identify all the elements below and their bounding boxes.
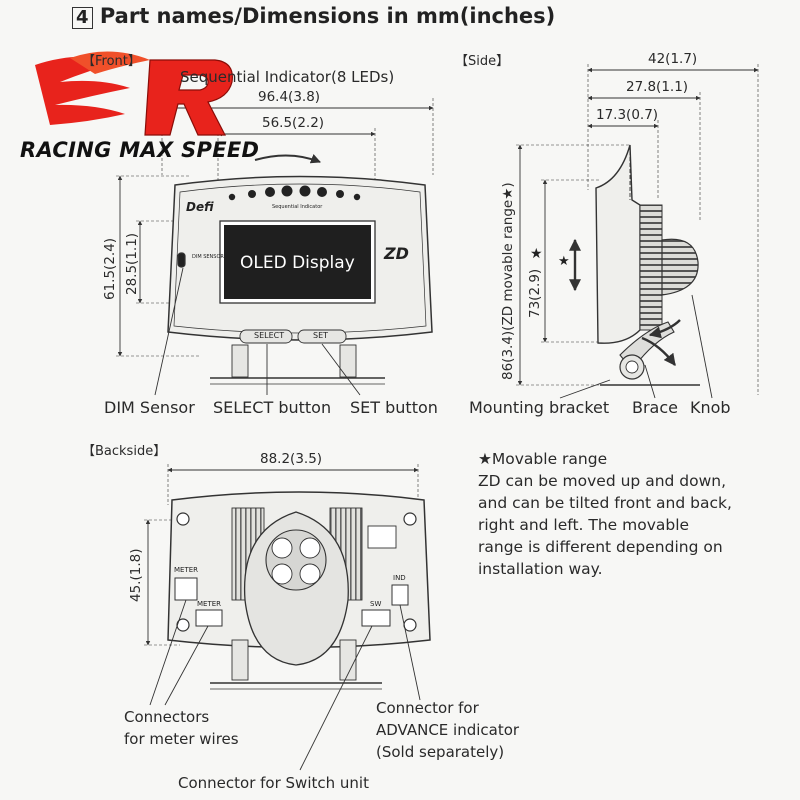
sw-connector xyxy=(361,609,391,627)
set-button-label: SET button xyxy=(350,398,438,417)
dim-sensor-small: DIM SENSOR xyxy=(192,254,224,260)
select-button-text[interactable]: SELECT xyxy=(254,331,285,340)
led-row xyxy=(228,185,361,201)
section-front: 【Front】 xyxy=(82,54,141,69)
zd-mark: ZD xyxy=(384,244,409,263)
heading-title: Part names/Dimensions in mm(inches) xyxy=(99,4,556,28)
section-side: 【Side】 xyxy=(455,54,510,69)
movable-title: ★Movable range xyxy=(478,450,608,468)
connector-switch-label: Connector for Switch unit xyxy=(178,774,369,792)
dim-sensor-label: DIM Sensor xyxy=(104,398,195,417)
side-width-278: 27.8(1.1) xyxy=(626,79,689,95)
movable-line4: range is different depending on xyxy=(478,538,723,556)
ind-connector xyxy=(391,584,409,606)
heading: 4 Part names/Dimensions in mm(inches) xyxy=(72,4,555,29)
sw-label: SW xyxy=(370,600,382,608)
movable-line1: ZD can be moved up and down, xyxy=(478,472,727,490)
side-star-73: ★ xyxy=(530,246,543,262)
movable-line5: installation way. xyxy=(478,560,603,578)
side-star-move: ★ xyxy=(558,254,570,269)
oled-display-label: OLED Display xyxy=(240,253,355,273)
front-height-total: 61.5(2.4) xyxy=(102,237,118,300)
set-button-shape[interactable] xyxy=(297,329,347,344)
side-width-42: 42(1.7) xyxy=(648,51,698,67)
section-backside: 【Backside】 xyxy=(82,444,167,459)
mounting-bracket-label: Mounting bracket xyxy=(469,398,610,417)
seq-indicator-small: Sequential Indicator xyxy=(272,204,323,210)
heading-number-box: 4 xyxy=(72,7,93,29)
knob-shape[interactable] xyxy=(661,238,699,296)
front-width-display: 56.5(2.2) xyxy=(262,115,325,131)
set-button-text[interactable]: SET xyxy=(313,331,329,340)
connector-adv-line2: ADVANCE indicator xyxy=(376,721,520,739)
front-height-display: 28.5(1.1) xyxy=(124,232,140,295)
meter-connector-top xyxy=(174,577,198,601)
back-height: 45.(1.8) xyxy=(128,548,144,602)
racing-max-speed-logo xyxy=(35,51,233,136)
select-button-label: SELECT button xyxy=(213,398,332,417)
front-width-total: 96.4(3.8) xyxy=(258,89,321,105)
front-view xyxy=(116,98,434,396)
logo-text: RACING MAX SPEED xyxy=(20,138,260,162)
sequential-indicator-label: Sequential Indicator(8 LEDs) xyxy=(180,68,395,86)
meter-bottom-label: METER xyxy=(197,600,222,608)
back-width: 88.2(3.5) xyxy=(260,451,323,467)
side-height-73: 73(2.9) xyxy=(527,268,543,318)
connectors-meter-line2: for meter wires xyxy=(124,730,239,748)
side-width-173: 17.3(0.7) xyxy=(596,107,659,123)
connector-adv-line3: (Sold separately) xyxy=(376,743,505,761)
movable-range-note: ★Movable range ZD can be moved up and do… xyxy=(478,448,778,580)
side-height-86: 86(3.4)(ZD movable range★) xyxy=(500,182,516,380)
select-button-shape[interactable] xyxy=(239,329,293,344)
connectors-meter-line1: Connectors xyxy=(124,708,210,726)
brace-label: Brace xyxy=(632,398,678,417)
knob-label: Knob xyxy=(690,398,731,417)
movable-line2: and can be tilted front and back, xyxy=(478,494,732,512)
meter-connector-bottom xyxy=(195,609,223,627)
meter-top-label: METER xyxy=(174,566,199,574)
side-view xyxy=(516,64,759,399)
ind-label: IND xyxy=(393,574,406,582)
dim-sensor-window xyxy=(177,252,186,268)
backside-view xyxy=(144,464,431,771)
connector-adv-line1: Connector for xyxy=(376,699,479,717)
movable-line3: right and left. The movable xyxy=(478,516,690,534)
brand-logo: Defi xyxy=(186,200,214,214)
